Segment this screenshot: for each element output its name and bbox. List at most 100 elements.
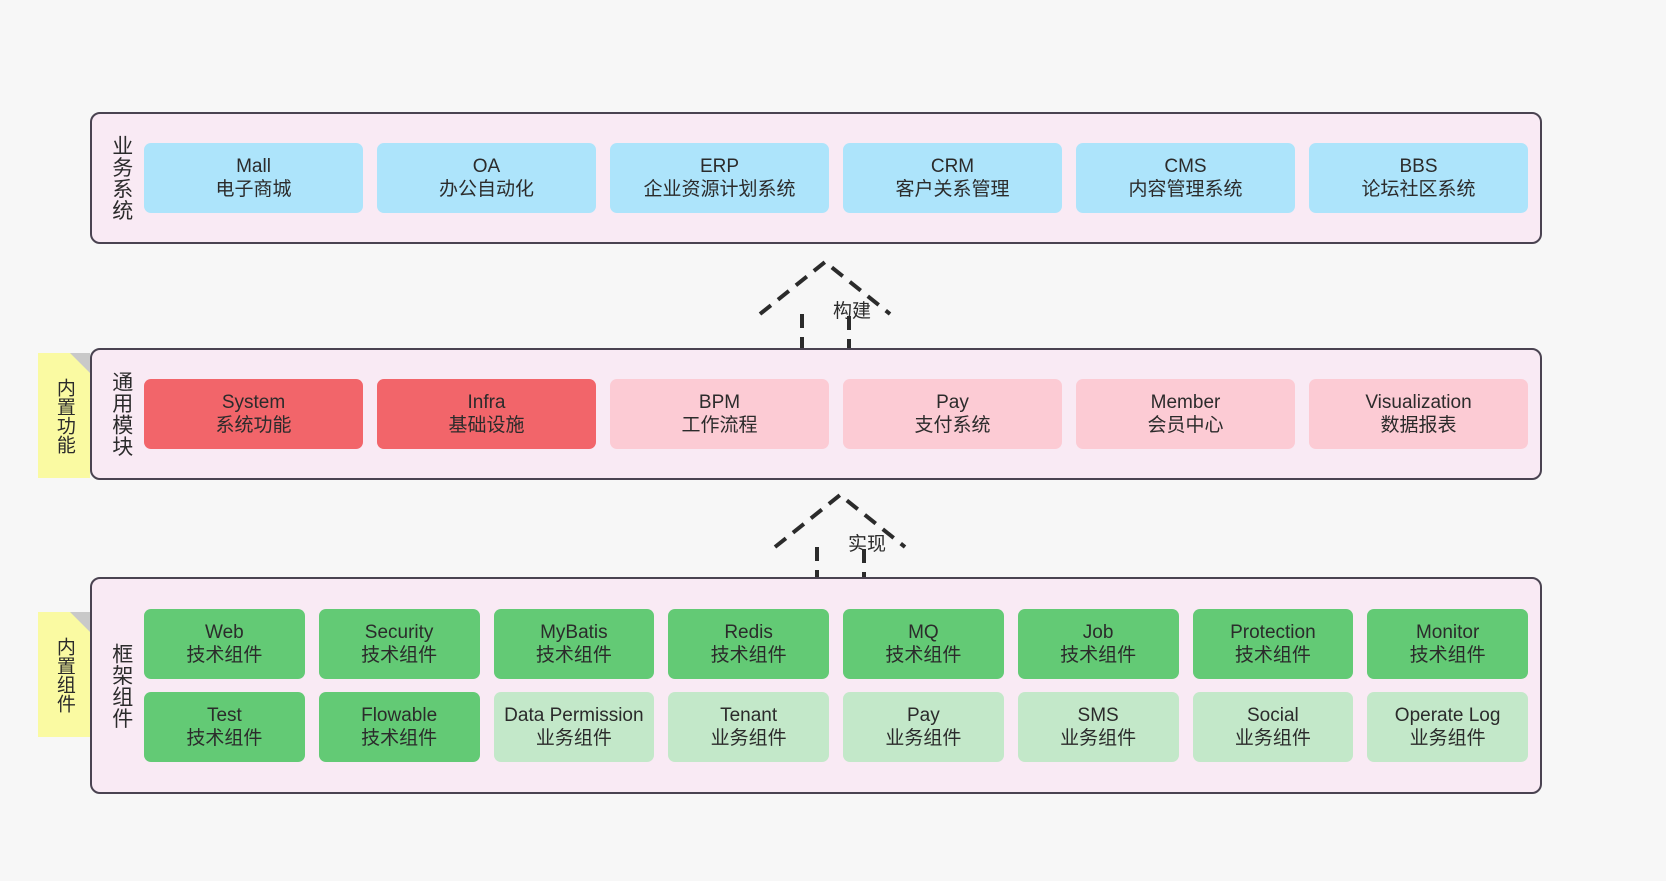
node-subtitle: 业务组件: [1234, 728, 1311, 749]
node-title: Monitor: [1415, 621, 1480, 643]
node-data-permission[interactable]: Data Permission 业务组件: [493, 692, 655, 762]
node-subtitle: 数据报表: [1380, 415, 1457, 436]
node-subtitle: 业务组件: [535, 728, 612, 749]
node-title: Operate Log: [1394, 704, 1501, 726]
node-title: CRM: [930, 155, 975, 177]
layer-common-modules: 通用模块 System 系统功能 Infra 基础设施 BPM 工作流程 Pay…: [90, 348, 1542, 480]
node-subtitle: 电子商城: [215, 179, 292, 200]
node-subtitle: 技术组件: [186, 728, 263, 749]
node-subtitle: 办公自动化: [438, 179, 534, 200]
node-title: Redis: [724, 621, 773, 643]
node-cms[interactable]: CMS 内容管理系统: [1076, 143, 1295, 213]
layer-label-business: 业务系统: [109, 135, 133, 221]
node-web[interactable]: Web 技术组件: [144, 609, 305, 679]
node-subtitle: 技术组件: [1409, 645, 1486, 666]
node-title: Flowable: [361, 704, 438, 726]
node-title: ERP: [699, 155, 740, 177]
node-subtitle: 技术组件: [1234, 645, 1311, 666]
node-subtitle: 业务组件: [1060, 728, 1137, 749]
node-subtitle: 业务组件: [1409, 728, 1486, 749]
node-subtitle: 技术组件: [1060, 645, 1137, 666]
node-subtitle: 系统功能: [215, 415, 292, 436]
node-operate-log[interactable]: Operate Log 业务组件: [1367, 692, 1528, 762]
sticky-note-builtin-components: 内置组件: [38, 612, 90, 737]
node-crm[interactable]: CRM 客户关系管理: [843, 143, 1062, 213]
node-subtitle: 技术组件: [361, 645, 438, 666]
node-member[interactable]: Member 会员中心: [1076, 379, 1295, 449]
node-test[interactable]: Test 技术组件: [144, 692, 305, 762]
node-pay-component[interactable]: Pay 业务组件: [843, 692, 1004, 762]
node-title: Visualization: [1365, 391, 1472, 413]
node-subtitle: 技术组件: [885, 645, 962, 666]
connector-implement-label: 实现: [847, 534, 886, 555]
node-subtitle: 技术组件: [710, 645, 787, 666]
node-mybatis[interactable]: MyBatis 技术组件: [493, 609, 655, 679]
common-node-row: System 系统功能 Infra 基础设施 BPM 工作流程 Pay 支付系统…: [144, 379, 1528, 449]
node-infra[interactable]: Infra 基础设施: [377, 379, 596, 449]
node-subtitle: 技术组件: [535, 645, 612, 666]
node-job[interactable]: Job 技术组件: [1017, 609, 1179, 679]
business-node-row: Mall 电子商城 OA 办公自动化 ERP 企业资源计划系统 CRM 客户关系…: [144, 143, 1528, 213]
node-title: BBS: [1399, 155, 1438, 177]
node-flowable[interactable]: Flowable 技术组件: [318, 692, 480, 762]
node-title: CMS: [1164, 155, 1207, 177]
node-title: Social: [1247, 704, 1299, 726]
node-subtitle: 会员中心: [1147, 415, 1224, 436]
node-visualization[interactable]: Visualization 数据报表: [1309, 379, 1528, 449]
node-subtitle: 客户关系管理: [895, 179, 1010, 200]
node-sms[interactable]: SMS 业务组件: [1017, 692, 1179, 762]
node-subtitle: 内容管理系统: [1128, 179, 1243, 200]
node-system[interactable]: System 系统功能: [144, 379, 363, 449]
node-subtitle: 企业资源计划系统: [643, 179, 796, 200]
node-mall[interactable]: Mall 电子商城: [144, 143, 363, 213]
layer-body-common: System 系统功能 Infra 基础设施 BPM 工作流程 Pay 支付系统…: [138, 360, 1528, 468]
node-title: Web: [205, 621, 244, 643]
node-oa[interactable]: OA 办公自动化: [377, 143, 596, 213]
node-security[interactable]: Security 技术组件: [318, 609, 480, 679]
node-title: Data Permission: [504, 704, 644, 726]
node-protection[interactable]: Protection 技术组件: [1192, 609, 1354, 679]
node-title: OA: [472, 155, 501, 177]
node-subtitle: 技术组件: [186, 645, 263, 666]
node-bbs[interactable]: BBS 论坛社区系统: [1309, 143, 1528, 213]
layer-body-framework: Web 技术组件 Security 技术组件 MyBatis 技术组件 Redi…: [138, 589, 1528, 782]
framework-node-row-technical: Web 技术组件 Security 技术组件 MyBatis 技术组件 Redi…: [144, 609, 1528, 679]
node-mq[interactable]: MQ 技术组件: [843, 609, 1004, 679]
node-title: Protection: [1230, 621, 1316, 643]
layer-label-framework: 框架组件: [109, 642, 133, 729]
connector-implement: 实现: [767, 489, 967, 595]
node-bpm[interactable]: BPM 工作流程: [610, 379, 829, 449]
layer-business-systems: 业务系统 Mall 电子商城 OA 办公自动化 ERP 企业资源计划系统 CRM…: [90, 112, 1542, 244]
node-title: Tenant: [720, 704, 778, 726]
node-title: MyBatis: [540, 621, 608, 643]
node-title: BPM: [698, 391, 741, 413]
node-title: Job: [1082, 621, 1114, 643]
framework-node-row-business: Test 技术组件 Flowable 技术组件 Data Permission …: [144, 692, 1528, 762]
connector-build: 构建: [752, 256, 952, 362]
node-monitor[interactable]: Monitor 技术组件: [1367, 609, 1528, 679]
node-tenant[interactable]: Tenant 业务组件: [668, 692, 829, 762]
connector-build-label: 构建: [832, 301, 871, 322]
node-subtitle: 论坛社区系统: [1361, 179, 1476, 200]
node-title: Infra: [467, 391, 506, 413]
node-title: Mall: [236, 155, 271, 177]
node-subtitle: 基础设施: [448, 415, 525, 436]
node-subtitle: 技术组件: [361, 728, 438, 749]
node-title: Member: [1150, 391, 1221, 413]
layer-body-business: Mall 电子商城 OA 办公自动化 ERP 企业资源计划系统 CRM 客户关系…: [138, 124, 1528, 232]
node-subtitle: 业务组件: [710, 728, 787, 749]
node-title: Pay: [936, 391, 969, 413]
node-subtitle: 支付系统: [914, 415, 991, 436]
node-social[interactable]: Social 业务组件: [1192, 692, 1354, 762]
node-redis[interactable]: Redis 技术组件: [668, 609, 829, 679]
node-subtitle: 业务组件: [885, 728, 962, 749]
layer-framework-components: 框架组件 Web 技术组件 Security 技术组件 MyBatis 技术组件…: [90, 577, 1542, 794]
layer-label-common: 通用模块: [109, 371, 133, 457]
generalization-arrow-icon: [758, 259, 892, 358]
node-title: SMS: [1077, 704, 1119, 726]
node-title: System: [221, 391, 286, 413]
node-erp[interactable]: ERP 企业资源计划系统: [610, 143, 829, 213]
node-subtitle: 工作流程: [681, 415, 758, 436]
node-pay-module[interactable]: Pay 支付系统: [843, 379, 1062, 449]
